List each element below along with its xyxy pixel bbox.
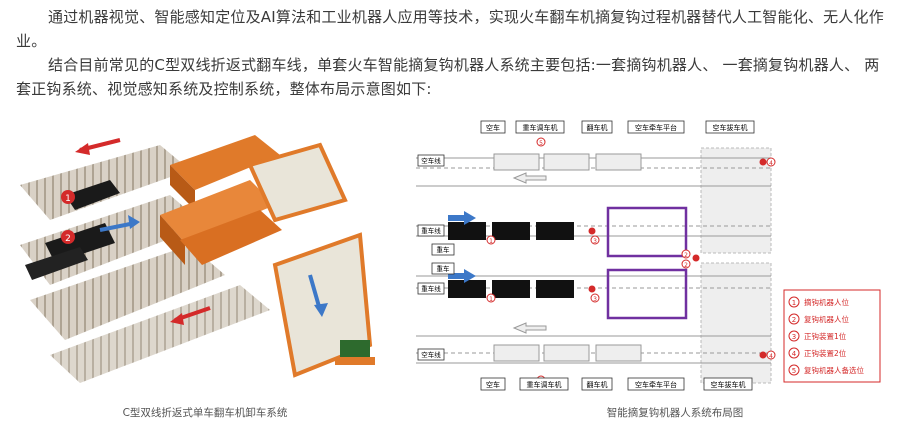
- right-figure-caption: 智能摘复钩机器人系统布局图: [606, 407, 744, 419]
- left-figure-caption: C型双线折返式单车翻车机卸车系统: [122, 407, 288, 419]
- tipper-line-illustration: 1 2: [20, 125, 378, 387]
- num-1-a: 1: [489, 238, 493, 245]
- top-tipper-label: 翻车机: [587, 123, 608, 132]
- empty-line-bottom-label: 空车线: [421, 350, 441, 359]
- heavy-line-1-label: 重车线: [421, 226, 441, 235]
- num-1-b: 1: [489, 296, 493, 303]
- top-heavy-shunter-label: 重车调车机: [523, 123, 558, 132]
- num-3-a: 3: [593, 238, 597, 245]
- legend-num-5: 5: [792, 367, 796, 375]
- legend-text-2: 复钩机器人位: [804, 314, 849, 324]
- num-2-b: 2: [684, 262, 688, 269]
- empty-line-top-label: 空车线: [421, 156, 441, 165]
- robot-layout-diagram: 空车 重车调车机 翻车机 空车牵车平台 空车拔车机 空车线 重车线 重车线 空车…: [396, 118, 884, 392]
- bottom-tipper-label: 翻车机: [587, 380, 608, 389]
- intro-paragraph: 通过机器视觉、智能感知定位及AI算法和工业机器人应用等技术，实现火车翻车机摘复钩…: [16, 8, 884, 50]
- legend-text-4: 正钩装置2位: [804, 348, 847, 358]
- system-paragraph: 结合目前常见的C型双线折返式翻车线，单套火车智能摘复钩机器人系统主要包括:一套摘…: [16, 56, 880, 98]
- legend-text-1: 摘钩机器人位: [804, 297, 849, 307]
- bottom-traverser-label: 空车牵车平台: [635, 380, 677, 389]
- marker-1: 1: [65, 194, 71, 204]
- legend-num-4: 4: [792, 350, 797, 358]
- legend-num-3: 3: [792, 333, 796, 341]
- bottom-empty-car-label: 空车: [486, 380, 500, 389]
- legend-text-5: 复钩机器人备选位: [804, 365, 864, 375]
- top-traverser-label: 空车牵车平台: [635, 123, 677, 132]
- num-2-a: 2: [684, 252, 688, 259]
- num-3-b: 3: [593, 296, 597, 303]
- top-empty-puller-label: 空车拔车机: [713, 123, 748, 132]
- bottom-heavy-shunter-label: 重车调车机: [527, 380, 562, 389]
- legend-text-3: 正钩装置1位: [804, 331, 847, 341]
- legend-num-2: 2: [792, 316, 796, 324]
- legend-num-1: 1: [792, 299, 796, 307]
- heavy-car-tag-2: 重车: [437, 264, 451, 273]
- heavy-line-2-label: 重车线: [421, 284, 441, 293]
- num-5-top: 5: [539, 140, 543, 147]
- num-4-top: 4: [769, 160, 773, 167]
- marker-2: 2: [65, 234, 71, 244]
- legend: 1 摘钩机器人位 2 复钩机器人位 3 正钩装置1位 4 正钩装置2位 5 复钩…: [788, 296, 864, 376]
- top-empty-car-label: 空车: [486, 123, 500, 132]
- heavy-car-tag-1: 重车: [437, 245, 451, 254]
- num-4-bottom: 4: [769, 353, 773, 360]
- bottom-empty-puller-label: 空车拔车机: [711, 380, 746, 389]
